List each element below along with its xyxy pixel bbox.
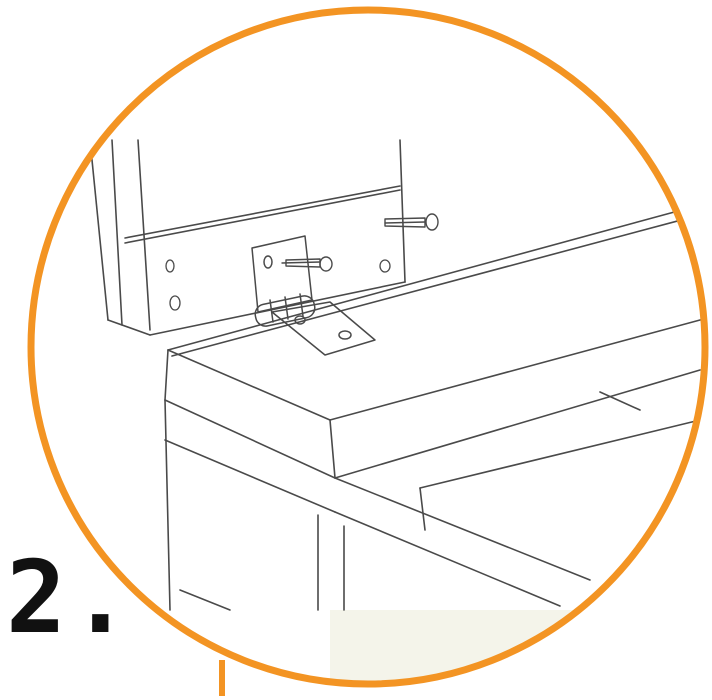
screw-icon: [281, 213, 439, 272]
line-drawing: [89, 139, 701, 611]
step-number-label: 2.: [6, 539, 135, 656]
box-front-rails: [164, 391, 701, 611]
panel-screw-holes: [165, 259, 391, 311]
hinge-icon: [251, 235, 376, 356]
box-top-board: [164, 204, 701, 479]
upright-panel: [89, 139, 406, 336]
detail-magnifier-circle: [27, 6, 709, 688]
